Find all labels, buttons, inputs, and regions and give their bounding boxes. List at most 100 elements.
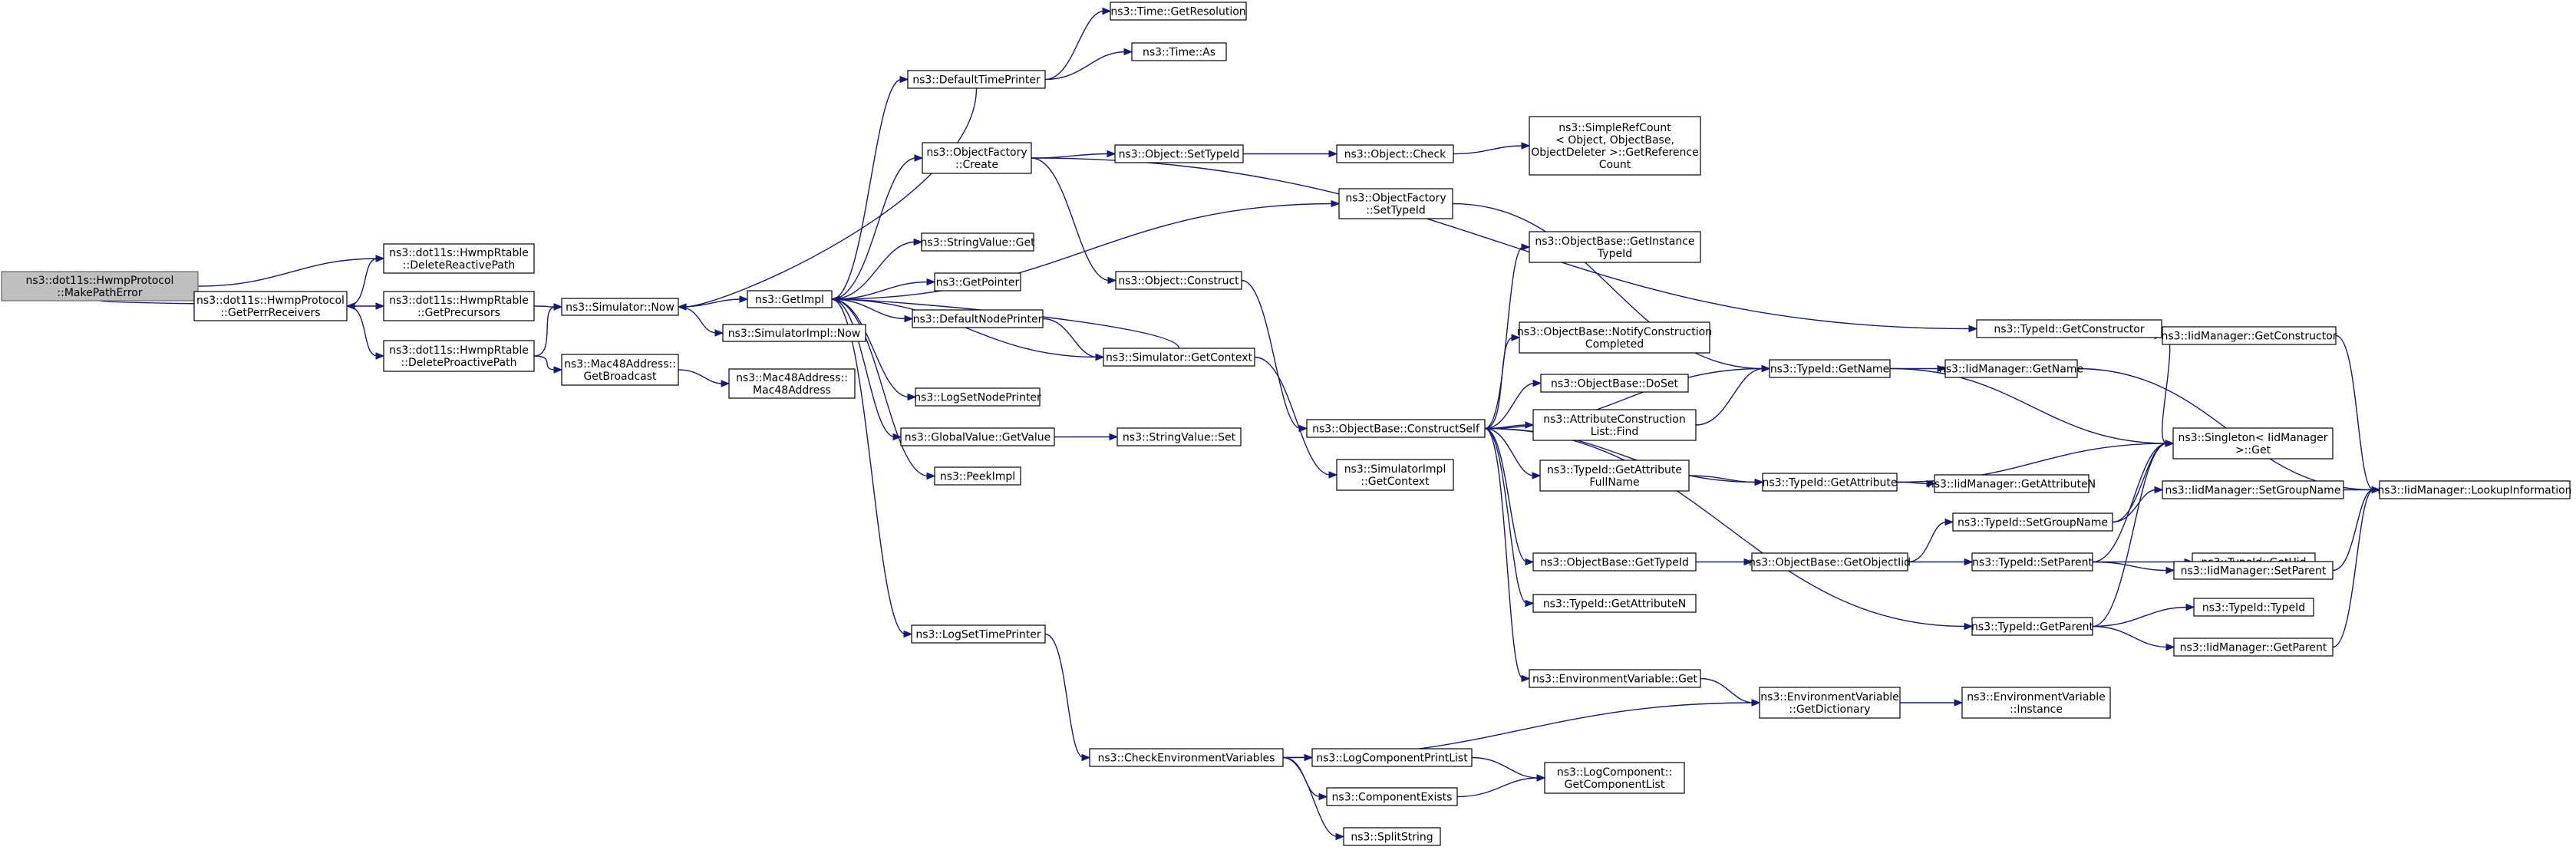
- node-label: ::MakePathError: [57, 287, 142, 299]
- call-edge-arrowhead: [2371, 486, 2381, 494]
- call-graph-node[interactable]: ns3::Object::Construct: [1115, 271, 1242, 290]
- node-label: ns3::EnvironmentVariable: [1967, 691, 2106, 703]
- call-graph-node[interactable]: ns3::IidManager::SetParent: [2173, 561, 2334, 580]
- call-graph-node[interactable]: ns3::ObjectBase::GetObjectIid: [1749, 552, 1911, 572]
- node-label: ns3::IidManager::LookupInformation: [2377, 485, 2571, 497]
- call-graph-node[interactable]: ns3::PeekImpl: [934, 466, 1021, 486]
- node-label: ns3::TypeId::GetAttribute: [1763, 477, 1898, 489]
- node-box: [2173, 638, 2334, 657]
- node-box: [1971, 617, 2093, 636]
- call-edge-arrowhead: [1964, 622, 1974, 631]
- call-edge-n52-n55: [2092, 443, 2168, 628]
- call-edge-arrowhead: [1521, 142, 1531, 150]
- call-graph-node[interactable]: ns3::DefaultNodePrinter: [912, 309, 1044, 328]
- call-graph-node[interactable]: ns3::LogSetTimePrinter: [911, 624, 1046, 644]
- call-edge-arrowhead: [1525, 421, 1535, 429]
- call-graph-node[interactable]: ns3::LogSetNodePrinter: [914, 387, 1041, 407]
- call-graph-node[interactable]: ns3::ObjectBase::DoSet: [1540, 374, 1689, 393]
- call-graph-node[interactable]: ns3::LogComponent::GetComponentList: [1544, 762, 1685, 794]
- call-graph-node[interactable]: ns3::dot11s::HwmpRtable::GetPrecursors: [383, 291, 535, 321]
- node-box: [934, 272, 1021, 292]
- call-graph-node[interactable]: ns3::TypeId::TypeId: [2193, 598, 2314, 617]
- call-graph-node[interactable]: ns3::TypeId::SetParent: [1971, 552, 2093, 572]
- node-label: ObjectDeleter >::GetReference: [1531, 147, 1698, 159]
- call-graph-node[interactable]: ns3::Time::As: [1131, 42, 1227, 61]
- call-edge-n8-n13: [831, 157, 917, 300]
- call-graph-node[interactable]: ns3::dot11s::HwmpRtable::DeleteProactive…: [383, 340, 535, 372]
- call-graph-node[interactable]: ns3::Object::SetTypeId: [1114, 144, 1244, 163]
- call-graph-node[interactable]: ns3::LogComponentPrintList: [1311, 748, 1473, 767]
- call-graph-node[interactable]: ns3::ObjectBase::NotifyConstructionCompl…: [1517, 321, 1712, 354]
- call-graph-node[interactable]: ns3::StringValue::Set: [1116, 427, 1242, 446]
- call-edge-n50-n55: [2112, 443, 2168, 523]
- node-label: ::DeleteProactivePath: [401, 357, 517, 369]
- call-graph-node[interactable]: ns3::CheckEnvironmentVariables: [1089, 748, 1284, 767]
- call-graph-node[interactable]: ns3::IidManager::GetConstructor: [2161, 326, 2337, 345]
- call-graph-node[interactable]: ns3::TypeId::SetGroupName: [1952, 512, 2113, 532]
- call-graph-node[interactable]: ns3::SimpleRefCount< Object, ObjectBase,…: [1529, 116, 1701, 176]
- node-label: ns3::IidManager::GetAttributeN: [1928, 479, 2096, 491]
- call-graph-node[interactable]: ns3::ObjectFactory::SetTypeId: [1338, 188, 1453, 219]
- call-graph-node[interactable]: ns3::dot11s::HwmpProtocol::GetPerrReceiv…: [193, 291, 348, 321]
- call-graph-node[interactable]: ns3::ObjectBase::ConstructSelf: [1306, 419, 1486, 438]
- node-label: ns3::IidManager::GetConstructor: [2161, 331, 2337, 343]
- node-label: ns3::dot11s::HwmpProtocol: [26, 275, 174, 287]
- call-graph-node[interactable]: ns3::DefaultTimePrinter: [907, 70, 1046, 89]
- call-graph-node[interactable]: ns3::GetPointer: [934, 272, 1021, 292]
- call-graph-node[interactable]: ns3::GetImpl: [747, 290, 833, 308]
- node-box: [2172, 427, 2334, 460]
- node-box: [383, 243, 535, 274]
- call-graph-node[interactable]: ns3::GlobalValue::GetValue: [900, 427, 1055, 446]
- node-label: ns3::IidManager::GetParent: [2180, 642, 2327, 654]
- node-label: ns3::TypeId::TypeId: [2202, 602, 2305, 614]
- node-label: ns3::GetImpl: [755, 294, 824, 306]
- call-graph-node[interactable]: ns3::EnvironmentVariable::GetDictionary: [1759, 687, 1901, 719]
- call-graph-node[interactable]: ns3::IidManager::SetGroupName: [2162, 480, 2344, 499]
- call-graph-node[interactable]: ns3::IidManager::LookupInformation: [2377, 480, 2572, 499]
- call-edge-n8-n18: [831, 241, 916, 300]
- call-edge-arrowhead: [1123, 48, 1133, 56]
- call-edge-n51-n55: [2092, 443, 2168, 563]
- call-graph-node[interactable]: ns3::Time::GetResolution: [1110, 2, 1247, 21]
- call-graph-node[interactable]: ns3::Simulator::GetContext: [1103, 348, 1255, 367]
- call-graph-node[interactable]: ns3::EnvironmentVariable::Instance: [1961, 687, 2111, 719]
- call-graph-node[interactable]: ns3::StringValue::Get: [920, 232, 1035, 252]
- call-graph-node[interactable]: ns3::Simulator::Now: [561, 298, 679, 316]
- call-graph-node[interactable]: ns3::IidManager::GetAttributeN: [1928, 474, 2096, 493]
- node-box: [1519, 321, 1710, 354]
- call-graph-node[interactable]: ns3::TypeId::GetConstructor: [1976, 319, 2162, 338]
- node-box: [1529, 116, 1701, 176]
- node-box: [1952, 512, 2113, 532]
- call-edge-n8-n26: [831, 298, 929, 477]
- call-graph-node[interactable]: ns3::IidManager::GetParent: [2173, 638, 2334, 657]
- call-edge-arrowhead: [375, 352, 385, 360]
- call-graph-node[interactable]: ns3::ObjectFactory::Create: [922, 142, 1032, 174]
- call-graph-node[interactable]: ns3::SplitString: [1343, 827, 1441, 846]
- node-label: ns3::DefaultNodePrinter: [913, 314, 1043, 326]
- call-graph-node[interactable]: ns3::dot11s::HwmpRtable::DeleteReactiveP…: [383, 243, 535, 274]
- call-graph-node[interactable]: ns3::Singleton< IidManager>::Get: [2172, 427, 2334, 460]
- call-graph-node[interactable]: ns3::TypeId::GetName: [1769, 359, 1891, 378]
- call-graph-node[interactable]: ns3::SimulatorImpl::Now: [722, 324, 866, 342]
- call-graph-node[interactable]: ns3::Mac48Address::Mac48Address: [728, 368, 856, 399]
- node-box: [1751, 552, 1908, 572]
- call-edge-n30-n36: [1484, 427, 1528, 563]
- node-box: [1326, 787, 1458, 806]
- call-graph-node[interactable]: ns3::Object::Check: [1336, 144, 1454, 163]
- call-graph-node[interactable]: ns3::TypeId::GetAttributeN: [1532, 594, 1697, 613]
- call-graph-node[interactable]: ns3::SimulatorImpl::GetContext: [1336, 459, 1454, 491]
- call-graph-node[interactable]: ns3::TypeId::GetParent: [1971, 617, 2093, 636]
- call-graph-node[interactable]: ns3::IidManager::GetName: [1939, 359, 2083, 378]
- call-graph-node[interactable]: ns3::Mac48Address::GetBroadcast: [561, 354, 679, 386]
- call-graph-node[interactable]: ns3::ComponentExists: [1326, 787, 1458, 806]
- call-graph-node[interactable]: ns3::TypeId::GetAttribute: [1762, 473, 1898, 492]
- call-edge-n30-n37: [1484, 427, 1528, 605]
- call-graph-node[interactable]: ns3::EnvironmentVariable::Get: [1529, 669, 1701, 688]
- node-box: [1336, 459, 1454, 491]
- call-graph-node[interactable]: ns3::ObjectBase::GetTypeId: [1532, 552, 1697, 572]
- call-edge-n47-n55: [2161, 328, 2171, 444]
